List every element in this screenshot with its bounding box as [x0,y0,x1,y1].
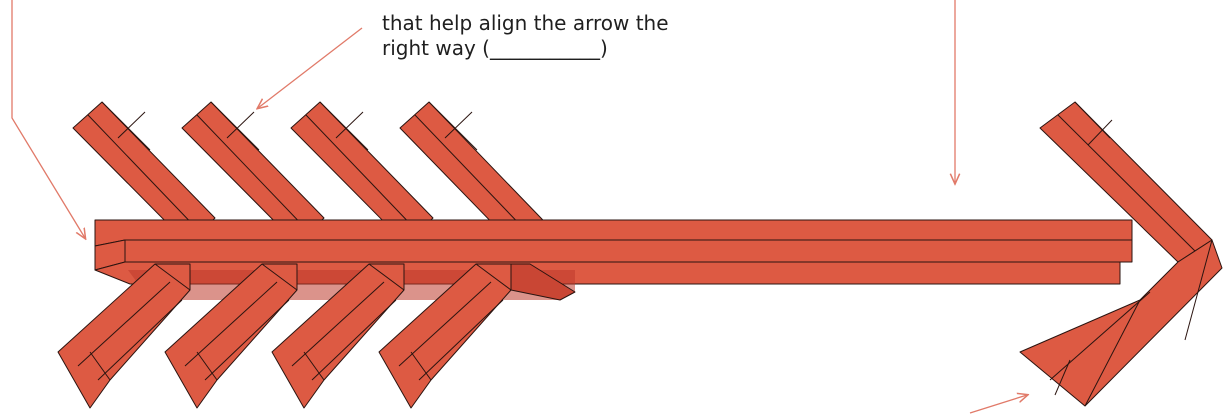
annotation-line-3: right way (___________) [382,36,742,61]
annotation-line-1 [382,0,742,11]
fletching-annotation: that help align the arrow the right way … [382,0,742,61]
annotation-line-2: that help align the arrow the [382,11,742,36]
pointer-arrowhead [970,395,1027,413]
pointer-fletching [258,28,362,108]
lower-feather-1 [58,264,190,408]
pointer-shaft-nock [12,0,85,238]
